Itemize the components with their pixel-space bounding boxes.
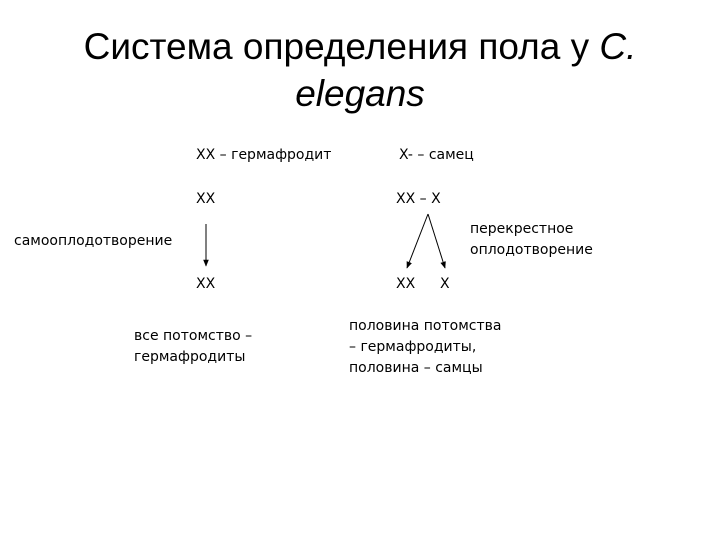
cross-offspring-hermaphrodite: XX [396, 276, 416, 292]
cross-parents: XX – X [396, 191, 441, 207]
title-text: Система определения пола у [83, 26, 600, 67]
result-line: гермафродиты [134, 349, 246, 365]
self-fertilization-result: все потомство – гермафродиты [134, 326, 252, 368]
process-line: оплодотворение [470, 242, 593, 258]
hermaphrodite-header: XX – гермафродит [196, 147, 332, 163]
cross-arrow-to-male [427, 213, 446, 269]
title-species-genus: C. [599, 26, 637, 67]
process-line: перекрестное [470, 221, 574, 237]
self-fertilization-label: самооплодотворение [14, 233, 173, 249]
result-line: – гермафродиты, [349, 339, 477, 355]
result-line: половина – самцы [349, 360, 483, 376]
result-line: половина потомства [349, 318, 502, 334]
male-header: X- – самец [399, 147, 474, 163]
result-line: все потомство – [134, 328, 253, 344]
cross-arrow-to-hermaphrodite [406, 213, 429, 269]
cross-fertilization-result: половина потомства – гермафродиты, полов… [349, 316, 501, 379]
cross-fertilization-label: перекрестное оплодотворение [470, 219, 593, 261]
hermaphrodite-parent: XX [196, 191, 216, 207]
hermaphrodite-offspring: XX [196, 276, 216, 292]
title-line-2: elegans [295, 73, 425, 114]
title-line-1: Система определения пола у C. [0, 25, 720, 69]
cross-offspring-male: X [440, 276, 450, 292]
